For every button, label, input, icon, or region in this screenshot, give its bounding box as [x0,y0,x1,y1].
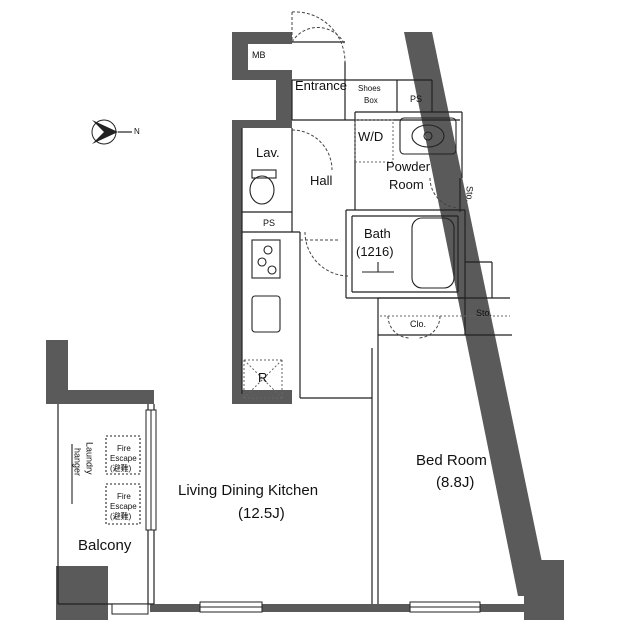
mb-label: MB [252,50,266,60]
powder-room-label-line2: Room [389,177,424,192]
wall-left-ledge [46,340,68,404]
wall-bottom [150,604,540,612]
fire-escape-2-label-line1: Fire [117,492,131,501]
column-bottom-left [56,566,108,620]
stove-icon [251,239,281,279]
bathtub-icon [411,217,455,289]
fire-escape-2-label-line2: Escape [110,502,137,511]
compass-label: N [134,127,140,136]
powder-room-label-line1: Powder [386,159,431,174]
mb-wall-top [232,32,292,44]
door-swings [291,11,461,339]
balcony-label: Balcony [78,537,132,554]
laundry-hanger-label-line2: hanger [72,448,83,477]
toilet-tank-icon [251,169,277,179]
ldk-label-line1: Living Dining Kitchen [178,482,319,499]
fire-escape-1-label-line1: Fire [117,444,131,453]
column-top-center [276,80,292,124]
basin-counter-icon [399,117,457,155]
lav-label: Lav. [256,145,280,160]
entrance-label: Entrance [295,78,348,93]
wall-lav-top [232,120,292,128]
wall-right-slant [404,32,554,620]
wd-label: W/D [358,129,384,144]
ldk-label-line2: (12.5J) [238,505,285,522]
bath-label-line1: Bath [364,226,391,241]
laundry-hanger-label-line1: Laundry [84,442,95,475]
wall-kitchen-bottom [232,390,292,404]
north-arrow-icon [91,119,132,145]
basin-icon [411,124,445,148]
fire-escape-1-label-line2: Escape [110,454,137,463]
sink-icon [251,295,281,333]
bed-room-label-line2: (8.8J) [436,474,475,491]
closet-dashes [243,119,510,399]
fixtures [71,117,457,525]
hall-label: Hall [310,173,333,188]
fire-escape-hatch-icon-2 [105,483,141,525]
wall-kitchen-left [232,120,242,398]
bath-label-line2: (1216) [356,244,394,259]
clo-label: Clo. [410,319,427,329]
ps-lower-label: PS [263,218,276,228]
fire-escape-hatch-icon-1 [105,435,141,475]
bed-room-label-line1: Bed Room [416,452,487,469]
structural-walls [46,32,564,620]
ps-top-label: PS [410,94,423,104]
windows [111,409,481,615]
sto-lower-label: Sto. [476,308,493,318]
fire-escape-2-label-line3: (避難) [110,512,132,521]
fire-escape-1-label-line3: (避難) [110,464,132,473]
toilet-bowl-icon [249,175,275,205]
shoes-box-label-line1: Shoes [358,84,381,93]
shoes-box-label-line2: Box [364,96,378,105]
fridge-label: R [258,370,268,385]
sto-upper-label: Sto. [464,186,475,203]
mb-wall-bottom [232,70,292,80]
wall-balcony-top [46,390,154,404]
